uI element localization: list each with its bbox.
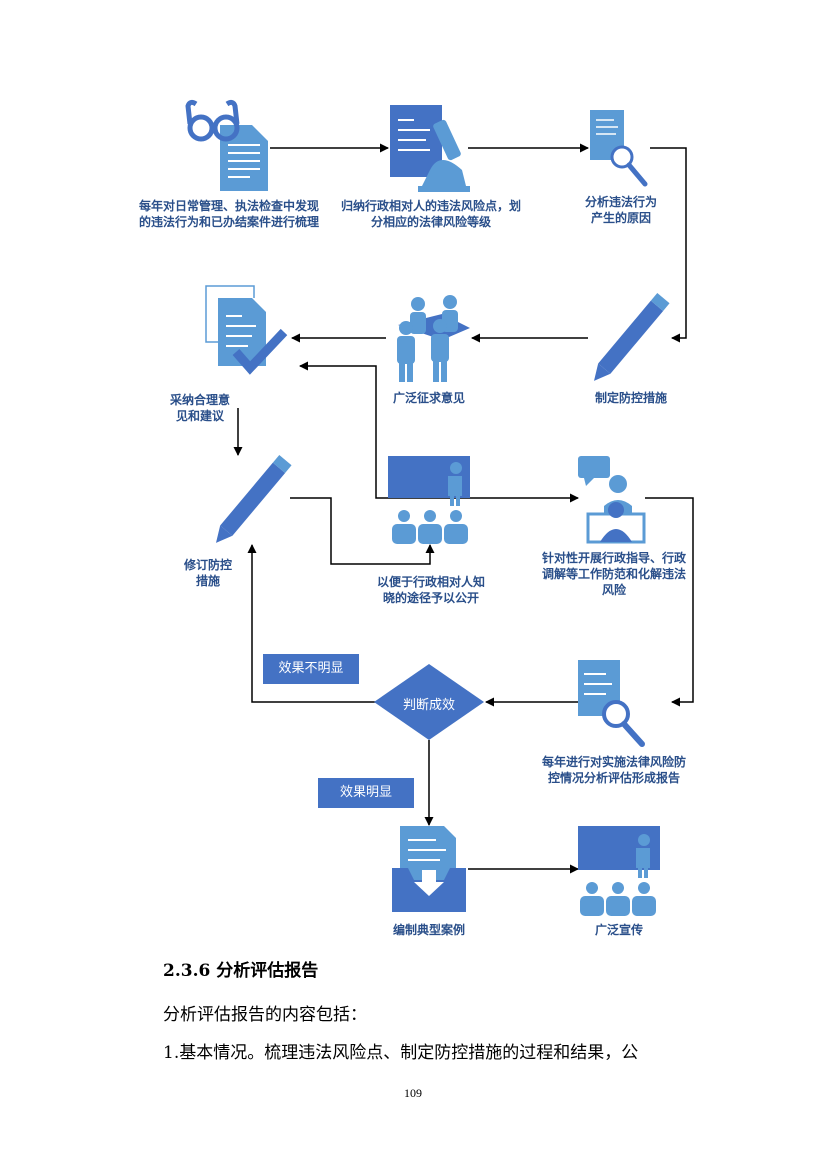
glasses-document-icon	[185, 99, 268, 191]
magnifier-document-icon	[578, 660, 645, 747]
inbox-document-icon	[392, 826, 466, 912]
decision-diamond	[374, 664, 484, 740]
section-heading: 2.3.6 分析评估报告	[163, 961, 319, 981]
section-item-1: 1.基本情况。梳理违法风险点、制定防控措施的过程和结果，公	[163, 1043, 639, 1063]
pencil-icon	[216, 455, 292, 543]
label-solicit-opinions: 广泛征求意见	[392, 391, 465, 405]
checked-document-icon	[205, 285, 288, 375]
label-analyze-causes: 分析违法行为产生的原因	[584, 195, 657, 225]
label-typical-cases: 编制典型案例	[392, 923, 465, 937]
presentation-audience-icon	[578, 826, 660, 916]
not-obvious-box: 效果不明显	[263, 654, 359, 684]
label-publicity: 广泛宣传	[594, 923, 643, 937]
page-number: 109	[404, 1086, 422, 1100]
group-presentation-icon	[397, 295, 470, 382]
label-adopt-suggestions: 采纳合理意见和建议	[169, 393, 230, 423]
decision-label: 判断成效	[402, 698, 455, 713]
label-sort-violations: 每年对日常管理、执法检查中发现的违法行为和已办结案件进行梳理	[138, 199, 319, 229]
label-make-measures: 制定防控措施	[594, 391, 667, 405]
connectors	[233, 143, 694, 874]
label-guidance: 针对性开展行政指导、行政调解等工作防范和化解违法风险	[541, 551, 686, 597]
flowchart	[185, 99, 694, 916]
microscope-document-icon	[390, 105, 470, 192]
label-publicize: 以便于行政相对人知晓的途径予以公开	[376, 575, 485, 605]
obvious-box: 效果明显	[318, 778, 414, 808]
presentation-audience-icon	[388, 456, 470, 544]
magnifier-document-icon	[590, 110, 648, 187]
pencil-icon	[594, 293, 670, 381]
section-intro: 分析评估报告的内容包括：	[163, 1005, 367, 1025]
label-annual-report: 每年进行对实施法律风险防控情况分析评估形成报告	[541, 755, 686, 785]
label-risk-points: 归纳行政相对人的违法风险点，划分相应的法律风险等级	[340, 199, 521, 229]
consultation-icon	[578, 456, 646, 544]
label-revise-measures: 修订防控措施	[183, 558, 232, 588]
